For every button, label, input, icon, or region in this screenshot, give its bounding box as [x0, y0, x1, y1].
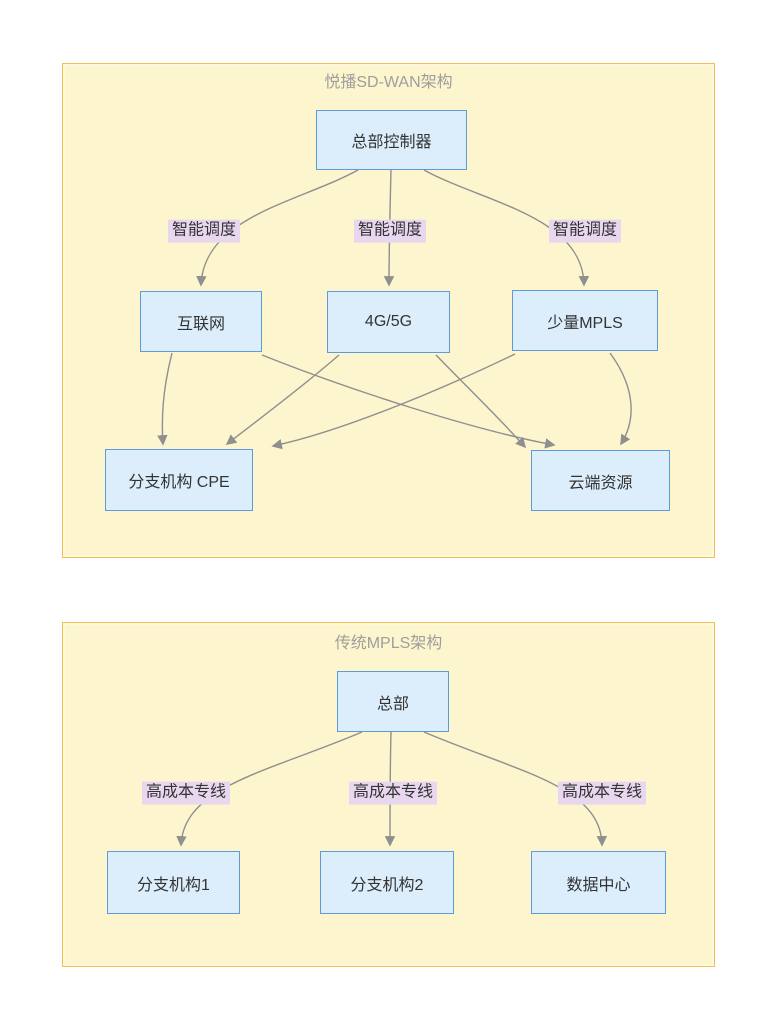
edge-4g5g-cpe: [225, 354, 340, 445]
node-branch-cpe-label: 分支机构 CPE: [128, 474, 230, 491]
edge-label-costly-line-3: 高成本专线: [557, 781, 647, 805]
edge-label-smart-scheduling-3: 智能调度: [548, 219, 622, 243]
edge-label-costly-line-1: 高成本专线: [141, 781, 231, 805]
node-branch1: 分支机构1: [107, 851, 240, 914]
node-hq-controller-label: 总部控制器: [351, 134, 432, 151]
edge-controller-mpls: [423, 169, 590, 287]
node-datacenter-label: 数据中心: [566, 876, 631, 894]
node-mpls-few-label: 少量MPLS: [547, 314, 623, 332]
node-4g5g: 4G/5G: [327, 291, 450, 353]
edge-label-costly-line-2: 高成本专线: [348, 781, 438, 805]
edge-label-smart-scheduling-2: 智能调度: [353, 219, 427, 243]
edge-4g5g-cloud: [435, 354, 527, 449]
edge-mpls-cloud: [609, 352, 632, 446]
node-hq: 总部: [337, 671, 449, 732]
node-branch2-label: 分支机构2: [350, 876, 424, 894]
node-datacenter: 数据中心: [531, 851, 666, 914]
edge-internet-cpe: [157, 352, 173, 446]
edge-controller-internet: [196, 169, 359, 287]
node-internet: 互联网: [140, 291, 262, 352]
edge-hq-datacenter: [423, 731, 608, 847]
cluster-title-sdwan: 悦播SD-WAN架构: [324, 74, 453, 91]
cluster-title-traditional-mpls: 传统MPLS架构: [334, 635, 443, 652]
edge-label-smart-scheduling-1: 智能调度: [167, 219, 241, 243]
node-cloud-resources: 云端资源: [531, 450, 670, 511]
node-internet-label: 互联网: [176, 315, 225, 333]
node-hq-label: 总部: [376, 695, 409, 713]
node-branch2: 分支机构2: [320, 851, 454, 914]
edge-mpls-cpe: [271, 353, 516, 450]
node-branch1-label: 分支机构1: [137, 876, 210, 894]
node-hq-controller: 总部控制器: [316, 110, 467, 170]
edge-hq-branch1: [176, 731, 363, 847]
node-cloud-resources-label: 云端资源: [568, 474, 633, 492]
node-4g5g-label: 4G/5G: [364, 313, 413, 330]
node-branch-cpe: 分支机构 CPE: [105, 449, 253, 511]
node-mpls-few: 少量MPLS: [512, 290, 658, 351]
